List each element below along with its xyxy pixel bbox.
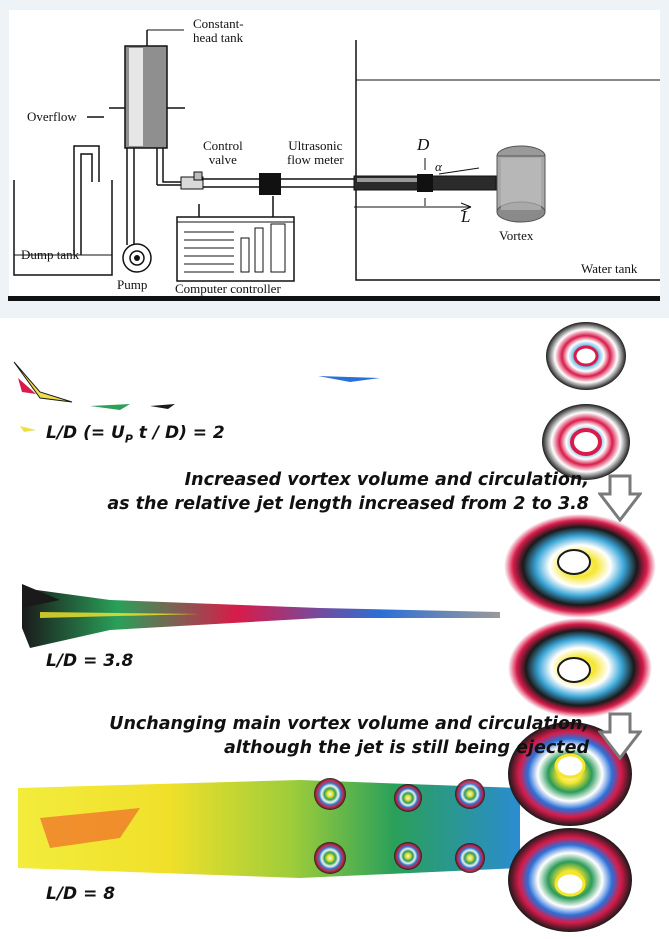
shear-layer-rolls: [314, 778, 485, 874]
down-arrow-1: [598, 474, 642, 522]
constant-head-tank-label: Constant- head tank: [193, 16, 244, 45]
note-unchanging-volume: Unchanging main vortex volume and circul…: [109, 714, 589, 758]
pump-label: Pump: [117, 277, 148, 292]
control-valve-label: Control valve: [203, 138, 243, 167]
length-label: L: [461, 207, 471, 226]
overflow-label: Overflow: [27, 109, 77, 124]
schematic-panel: Constant- head tank Overflow Control val…: [0, 0, 669, 318]
computer-controller-label: Computer controller: [175, 281, 281, 296]
caption-ld-8: L/D = 8: [46, 884, 116, 904]
ultrasonic-flow-meter: [259, 173, 281, 195]
angle-label: α: [435, 159, 442, 174]
panel-ld-8: [18, 722, 632, 932]
schematic-canvas: Constant- head tank Overflow Control val…: [9, 10, 660, 296]
note-increased-volume: Increased vortex volume and circulation,…: [107, 470, 589, 514]
dump-tank: [13, 180, 113, 276]
caption-ld-3-8: L/D = 3.8: [46, 651, 134, 671]
vortex-label: Vortex: [499, 228, 534, 243]
caption-ld-2: L/D (= UP t / D) = 2: [46, 423, 225, 446]
flow-meter-label: Ultrasonic flow meter: [287, 138, 344, 167]
down-arrow-2: [598, 712, 642, 760]
schematic-drawing: [13, 29, 660, 282]
diameter-label: D: [417, 135, 430, 154]
water-tank-label: Water tank: [581, 261, 638, 276]
divider: [8, 296, 660, 301]
flow-visualization: [13, 322, 656, 932]
panel-ld-3-8: [22, 514, 656, 718]
panel-ld-2: [13, 322, 630, 480]
dump-tank-label: Dump tank: [21, 247, 80, 262]
